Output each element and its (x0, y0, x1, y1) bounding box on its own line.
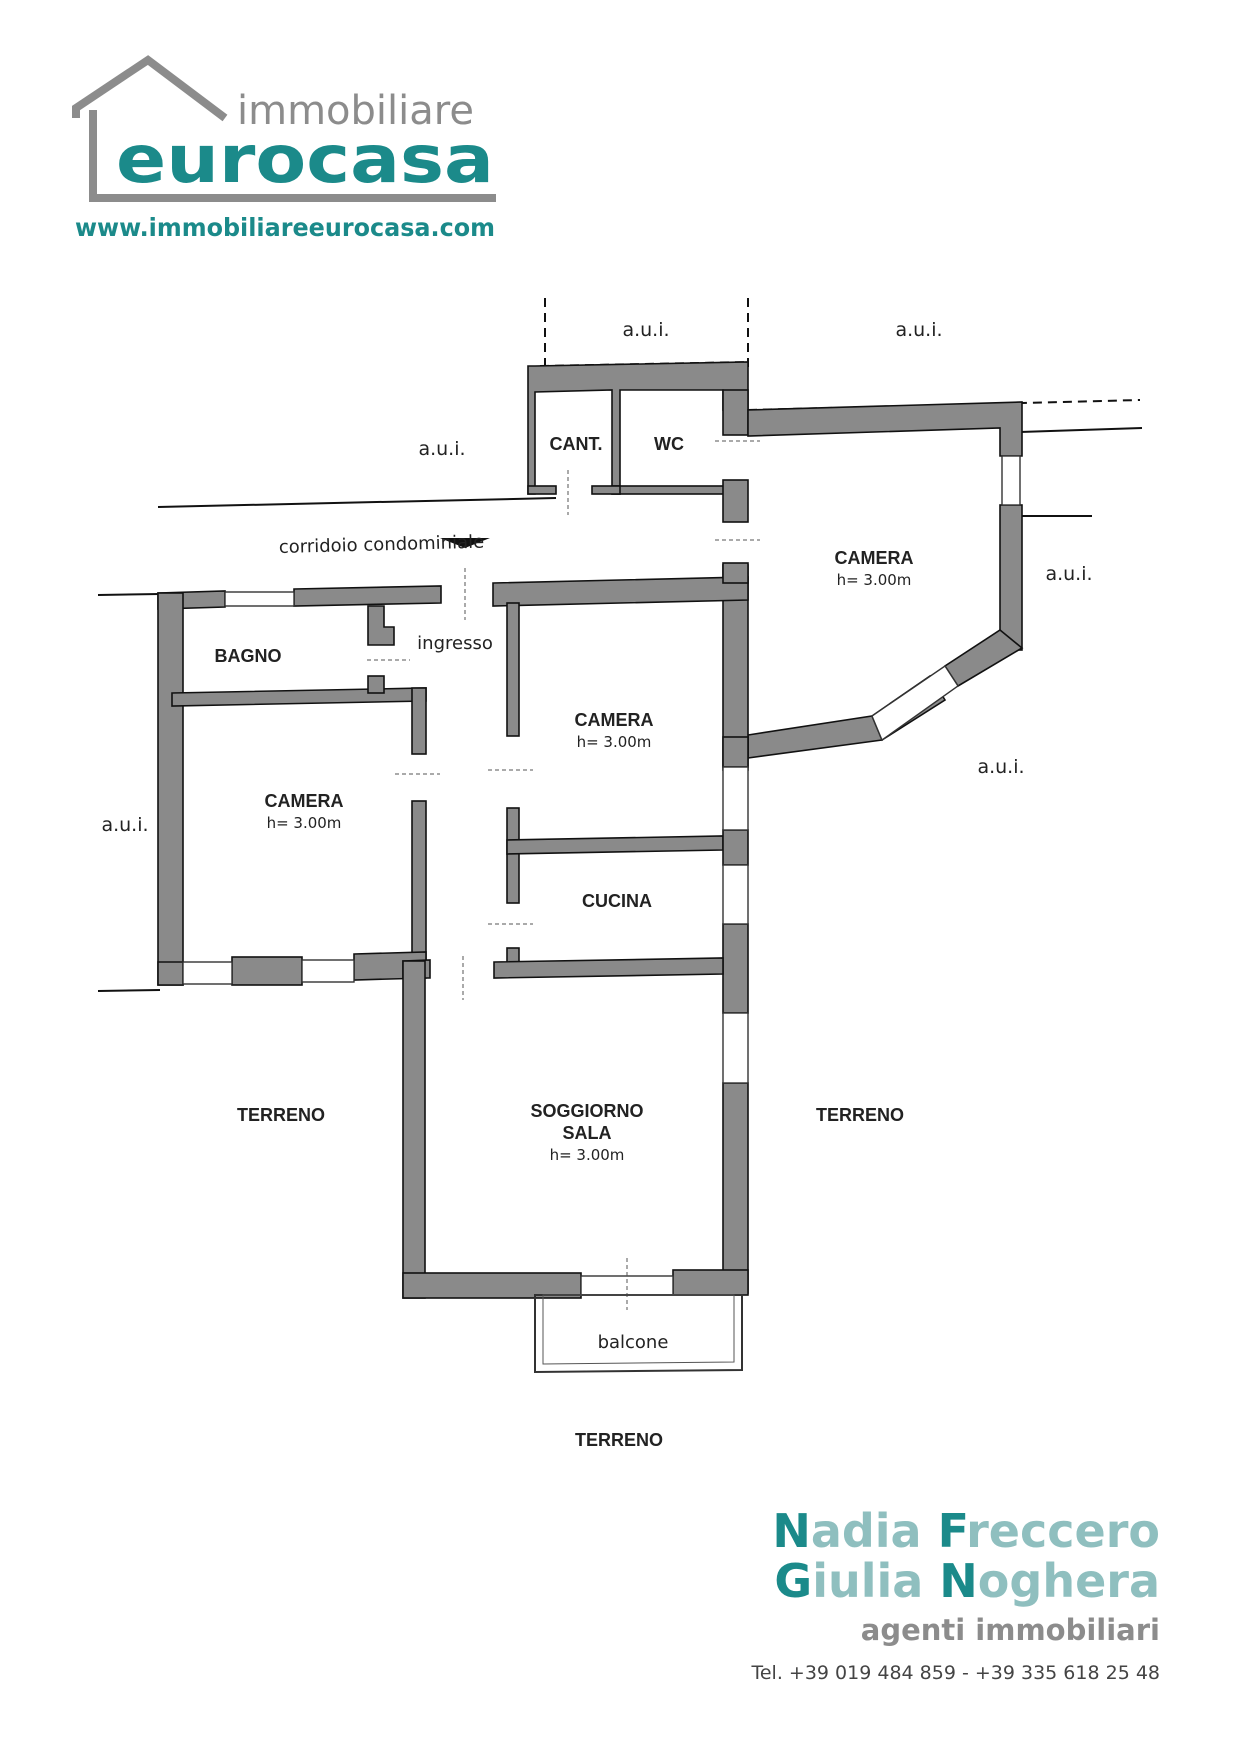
room-camera-center: CAMERA (575, 710, 654, 730)
walls (157, 361, 1024, 1299)
agents-block: Nadia Freccero Giulia Noghera agenti imm… (750, 1504, 1160, 1684)
room-bagno: BAGNO (215, 646, 282, 666)
logo-line1: immobiliare (237, 88, 474, 134)
website-link[interactable]: www.immobiliareeurocasa.com (75, 213, 495, 242)
room-camera-left: CAMERA (265, 791, 344, 811)
aui-label-right: a.u.i. (1045, 563, 1092, 585)
ingresso-label: ingresso (417, 633, 493, 654)
logo-line2: eurocasa (116, 121, 494, 198)
door-marks (367, 440, 760, 1310)
room-soggiorno: SOGGIORNO (530, 1101, 643, 1121)
height-camera-center: h= 3.00m (577, 733, 652, 751)
agents-role: agenti immobiliari (861, 1613, 1160, 1647)
agent-name-2: Giulia Noghera (774, 1554, 1160, 1608)
height-soggiorno: h= 3.00m (550, 1146, 625, 1164)
house-roof-icon (72, 55, 228, 122)
room-cant: CANT. (550, 434, 603, 454)
aui-label-top-mid: a.u.i. (622, 319, 669, 341)
room-sala: SALA (563, 1123, 612, 1143)
agent-name-1: Nadia Freccero (772, 1504, 1160, 1558)
room-cucina: CUCINA (582, 891, 652, 911)
room-wc: WC (654, 434, 684, 454)
terreno-label-left: TERRENO (237, 1105, 325, 1125)
entrance-arrow-icon (440, 538, 490, 548)
height-camera-left: h= 3.00m (267, 814, 342, 832)
aui-label-top-right: a.u.i. (895, 319, 942, 341)
logo: immobiliare eurocasa www.immobiliareeuro… (72, 55, 496, 242)
terreno-label-right: TERRENO (816, 1105, 904, 1125)
aui-label-left: a.u.i. (101, 814, 148, 836)
house-wall-icon (89, 110, 496, 202)
windows (182, 455, 1021, 1296)
balcone-label: balcone (598, 1332, 669, 1353)
aui-label-right-lower: a.u.i. (977, 756, 1024, 778)
corridor-label: corridoio condominiale (279, 532, 485, 558)
balcony-inner (542, 1294, 735, 1365)
room-camera-right: CAMERA (835, 548, 914, 568)
agents-phone[interactable]: Tel. +39 019 484 859 - +39 335 618 25 48 (750, 1662, 1160, 1684)
height-camera-right: h= 3.00m (837, 571, 912, 589)
terreno-label-bottom: TERRENO (575, 1430, 663, 1450)
aui-label-left-top: a.u.i. (418, 438, 465, 460)
plan-labels: a.u.i. a.u.i. a.u.i. a.u.i. a.u.i. a.u.i… (101, 319, 1092, 1450)
